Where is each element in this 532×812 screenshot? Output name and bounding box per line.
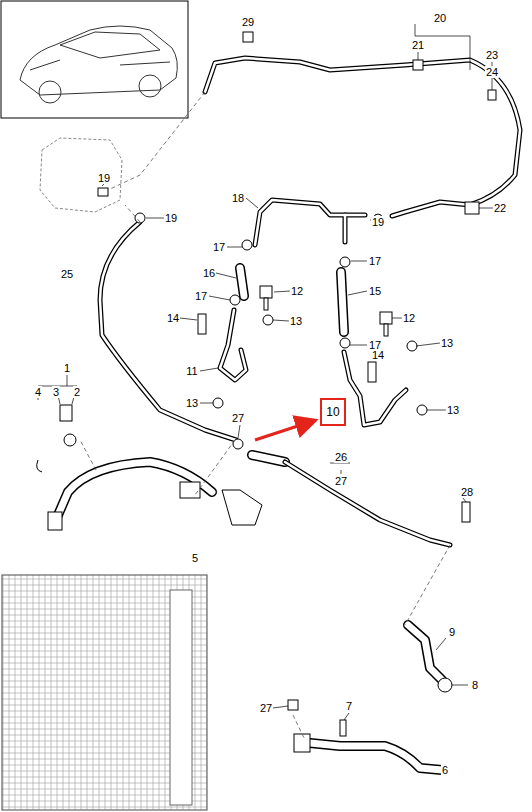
callout-number: 7	[345, 700, 353, 712]
callout-number: 8	[471, 679, 479, 691]
callout-number: 14	[371, 349, 385, 361]
callout-number: 27	[231, 412, 245, 424]
callout-number: 20	[433, 12, 447, 24]
callout-number: 27	[334, 475, 348, 487]
callout-number: 28	[460, 486, 474, 498]
callout-number: 17	[212, 241, 226, 253]
callout-number: 19	[371, 216, 385, 228]
callout-number: 29	[241, 16, 255, 28]
callout-number: 12	[402, 312, 416, 324]
callout-number: 23	[485, 49, 499, 61]
callout-number: 25	[60, 268, 74, 280]
callout-number: 6	[441, 764, 449, 776]
callout-number: 13	[289, 315, 303, 327]
callout-number: 27	[259, 702, 273, 714]
highlight-box: 10	[320, 398, 346, 426]
callout-number: 22	[493, 202, 507, 214]
callout-number: 19	[97, 172, 111, 184]
callout-number: 26	[334, 451, 348, 463]
callout-number: 13	[185, 397, 199, 409]
callout-number: 13	[440, 337, 454, 349]
callout-number: 17	[368, 255, 382, 267]
callout-number: 14	[166, 312, 180, 324]
callout-number: 17	[194, 290, 208, 302]
callout-number: 2	[73, 386, 81, 398]
callout-number: 5	[191, 552, 199, 564]
callout-number: 3	[52, 386, 60, 398]
callout-number: 4	[34, 386, 42, 398]
callout-number: 19	[164, 212, 178, 224]
callout-number: 24	[485, 66, 499, 78]
callout-number: 15	[368, 285, 382, 297]
callout-number: 9	[448, 626, 456, 638]
callout-number: 18	[231, 192, 245, 204]
callout-number: 16	[202, 267, 216, 279]
callout-number: 13	[446, 404, 460, 416]
callout-number: 10	[326, 405, 339, 419]
callout-number: 21	[411, 39, 425, 51]
callout-number: 12	[290, 285, 304, 297]
callout-number: 11	[185, 365, 198, 377]
callout-number: 1	[63, 362, 71, 374]
